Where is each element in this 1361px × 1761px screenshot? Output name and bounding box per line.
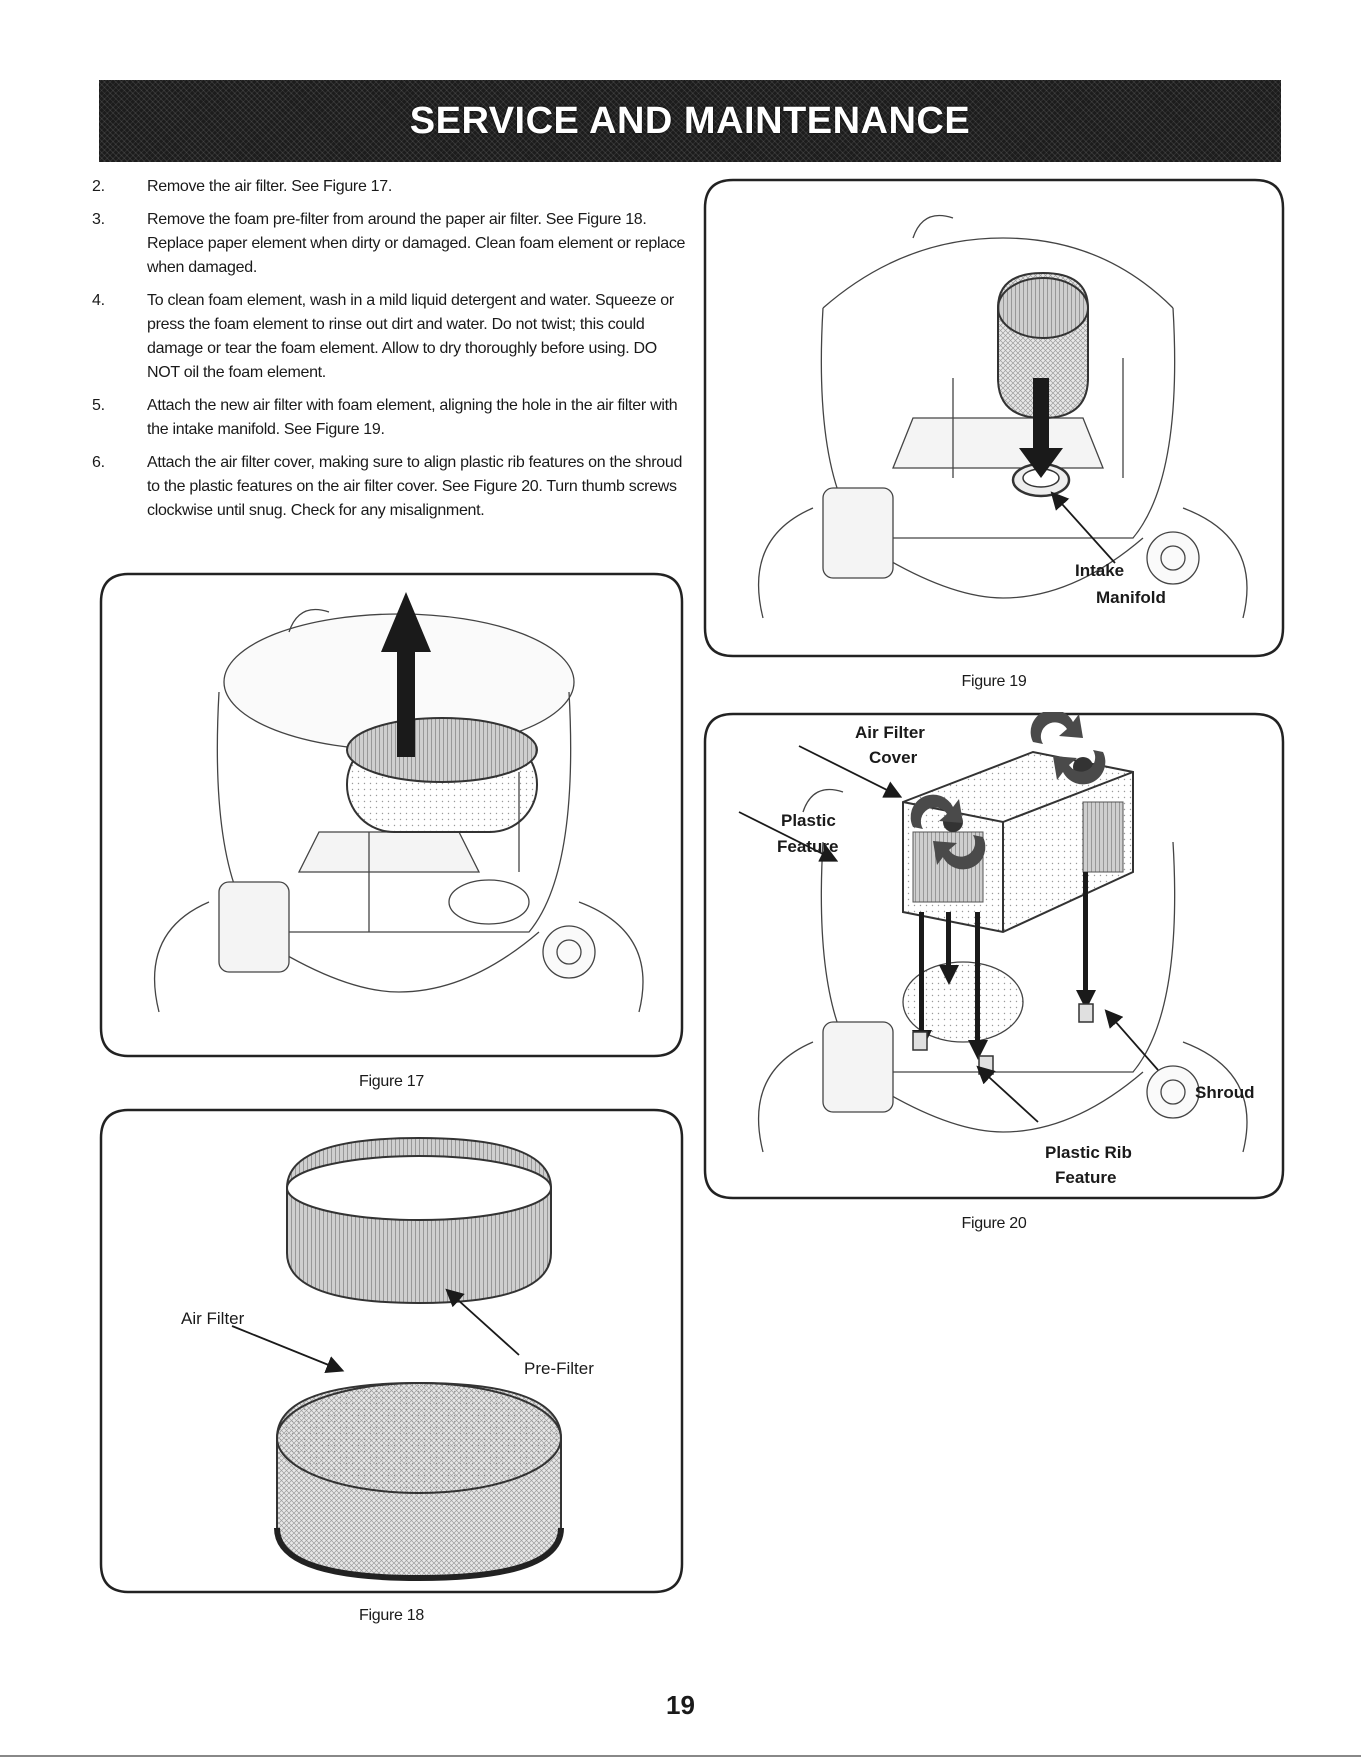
figure-20-illustration: Air Filter Cover Plastic Feature Shroud … [703, 712, 1285, 1200]
step-text: Remove the air filter. See Figure 17. [147, 178, 393, 195]
pre-filter-label: Pre-Filter [524, 1359, 594, 1378]
step-text: To clean foam element, wash in a mild li… [147, 292, 674, 381]
air-filter-drawing [346, 717, 538, 833]
figure-18-caption: Figure 18 [359, 1607, 424, 1624]
step-number: 6. [92, 454, 105, 471]
rotate-clockwise-icon [1030, 712, 1106, 785]
cover-label-line2: Cover [869, 748, 918, 767]
step-text: Attach the air filter cover, making sure… [147, 454, 683, 519]
paper-filter-drawing [274, 1381, 564, 1582]
figure-19-illustration: Intake Manifold [703, 178, 1285, 658]
section-title: SERVICE AND MAINTENANCE [409, 99, 971, 142]
plastic-feature-label-line1: Plastic [781, 811, 836, 830]
list-item: 6. Attach the air filter cover, making su… [92, 451, 692, 523]
plastic-feature-label-line2: Feature [777, 837, 838, 856]
figure-19-panel: Intake Manifold [703, 178, 1285, 658]
step-number: 2. [92, 178, 105, 195]
intake-label-line2: Manifold [1096, 588, 1166, 607]
engine-drawing [757, 214, 1248, 619]
figure-20-panel: Air Filter Cover Plastic Feature Shroud … [703, 712, 1285, 1200]
engine-drawing [757, 788, 1248, 1153]
figure-18-illustration: Air Filter Pre-Filter [99, 1108, 684, 1594]
rib-feature-label-line1: Plastic Rib [1045, 1143, 1132, 1162]
intake-label-line1: Intake [1075, 561, 1124, 580]
figure-19-caption: Figure 19 [961, 673, 1027, 690]
step-text: Remove the foam pre-filter from around t… [147, 211, 686, 276]
list-item: 4. To clean foam element, wash in a mild … [92, 289, 692, 385]
rib-feature-label-line2: Feature [1055, 1168, 1116, 1187]
figure-17-panel [99, 572, 684, 1058]
list-item: 5. Attach the new air filter with foam el… [92, 394, 692, 442]
figure-17-caption: Figure 17 [359, 1073, 424, 1090]
air-filter-drawing [997, 271, 1089, 420]
cover-label-line1: Air Filter [855, 723, 925, 742]
section-banner: SERVICE AND MAINTENANCE [99, 80, 1281, 162]
list-item: 3. Remove the foam pre-filter from around… [92, 208, 692, 280]
list-item: 2. Remove the air filter. See Figure 17. [92, 175, 692, 199]
step-number: 3. [92, 211, 105, 228]
figure-18-panel: Air Filter Pre-Filter [99, 1108, 684, 1594]
instruction-list: 2.Remove the air filter. See Figure 17. … [92, 175, 692, 532]
down-arrow-icon [1019, 378, 1063, 478]
divider [0, 1755, 1361, 1757]
figure-20-caption: Figure 20 [961, 1215, 1027, 1232]
pre-filter-drawing [286, 1136, 552, 1305]
lift-arrow-icon [381, 592, 431, 757]
rotate-clockwise-icon [910, 794, 986, 870]
shroud-label: Shroud [1195, 1083, 1255, 1102]
step-number: 4. [92, 292, 105, 309]
figure-17-illustration [99, 572, 684, 1058]
step-number: 5. [92, 397, 105, 414]
step-text: Attach the new air filter with foam elem… [147, 397, 678, 438]
page-number: 19 [666, 1690, 695, 1720]
air-filter-label: Air Filter [181, 1309, 245, 1328]
